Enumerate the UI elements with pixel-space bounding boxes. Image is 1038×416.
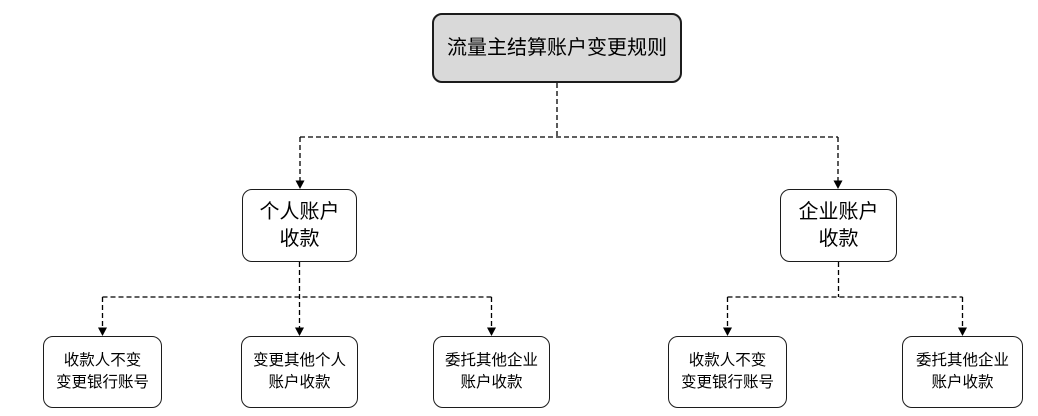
arrowhead-icon <box>833 180 843 189</box>
node-root: 流量主结算账户变更规则 <box>432 13 682 83</box>
node-enterprise-keep-payee: 收款人不变 变更银行账号 <box>668 336 787 408</box>
node-personal-change-other: 变更其他个人 账户收款 <box>241 336 358 408</box>
edges-personal <box>98 262 496 336</box>
edges-root <box>295 83 843 189</box>
node-personal-entrust-enterprise: 委托其他企业 账户收款 <box>433 336 550 408</box>
node-enterprise-entrust-other: 委托其他企业 账户收款 <box>902 336 1023 408</box>
edges-enterprise <box>723 262 967 336</box>
node-personal-account: 个人账户 收款 <box>242 189 357 262</box>
arrowhead-icon <box>98 327 107 336</box>
arrowhead-icon <box>723 327 732 336</box>
node-enterprise-account: 企业账户 收款 <box>780 189 897 262</box>
arrowhead-icon <box>295 327 304 336</box>
arrowhead-icon <box>295 180 305 189</box>
arrowhead-icon <box>958 327 967 336</box>
arrowhead-icon <box>487 327 496 336</box>
node-personal-keep-payee: 收款人不变 变更银行账号 <box>43 336 162 408</box>
